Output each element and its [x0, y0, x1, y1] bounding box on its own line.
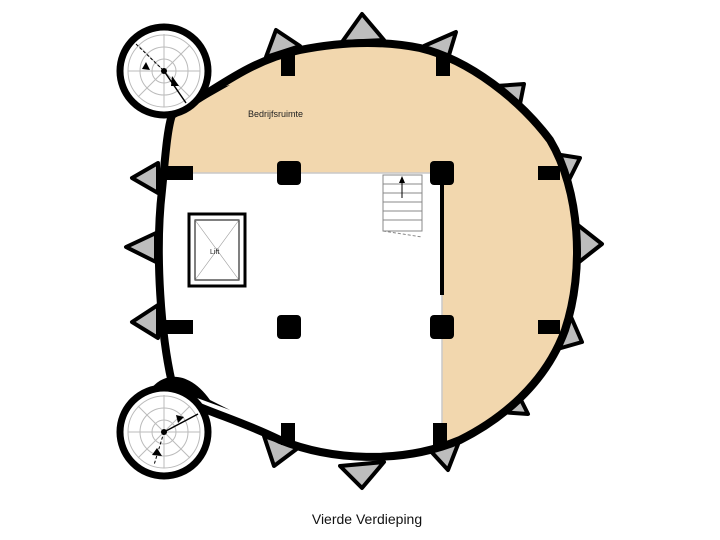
spike — [338, 460, 386, 490]
lift-shaft — [187, 212, 247, 288]
column — [277, 161, 301, 185]
floor-title: Vierde Verdieping — [311, 511, 423, 527]
stairs — [382, 174, 423, 238]
stair-tower-top — [116, 23, 230, 119]
column — [430, 315, 454, 339]
spike — [130, 161, 160, 195]
stair-tower-bottom — [116, 376, 230, 480]
column — [430, 161, 454, 185]
spike — [340, 12, 386, 44]
spike — [130, 303, 160, 340]
column — [277, 315, 301, 339]
spike — [124, 231, 158, 264]
outer-wall — [154, 38, 581, 461]
partition-wall — [440, 185, 444, 295]
lift-label: Lift — [210, 249, 219, 256]
wall-pilasters — [165, 54, 560, 445]
business-space-label: Bedrijfsruimte — [248, 109, 303, 119]
columns — [277, 161, 454, 339]
